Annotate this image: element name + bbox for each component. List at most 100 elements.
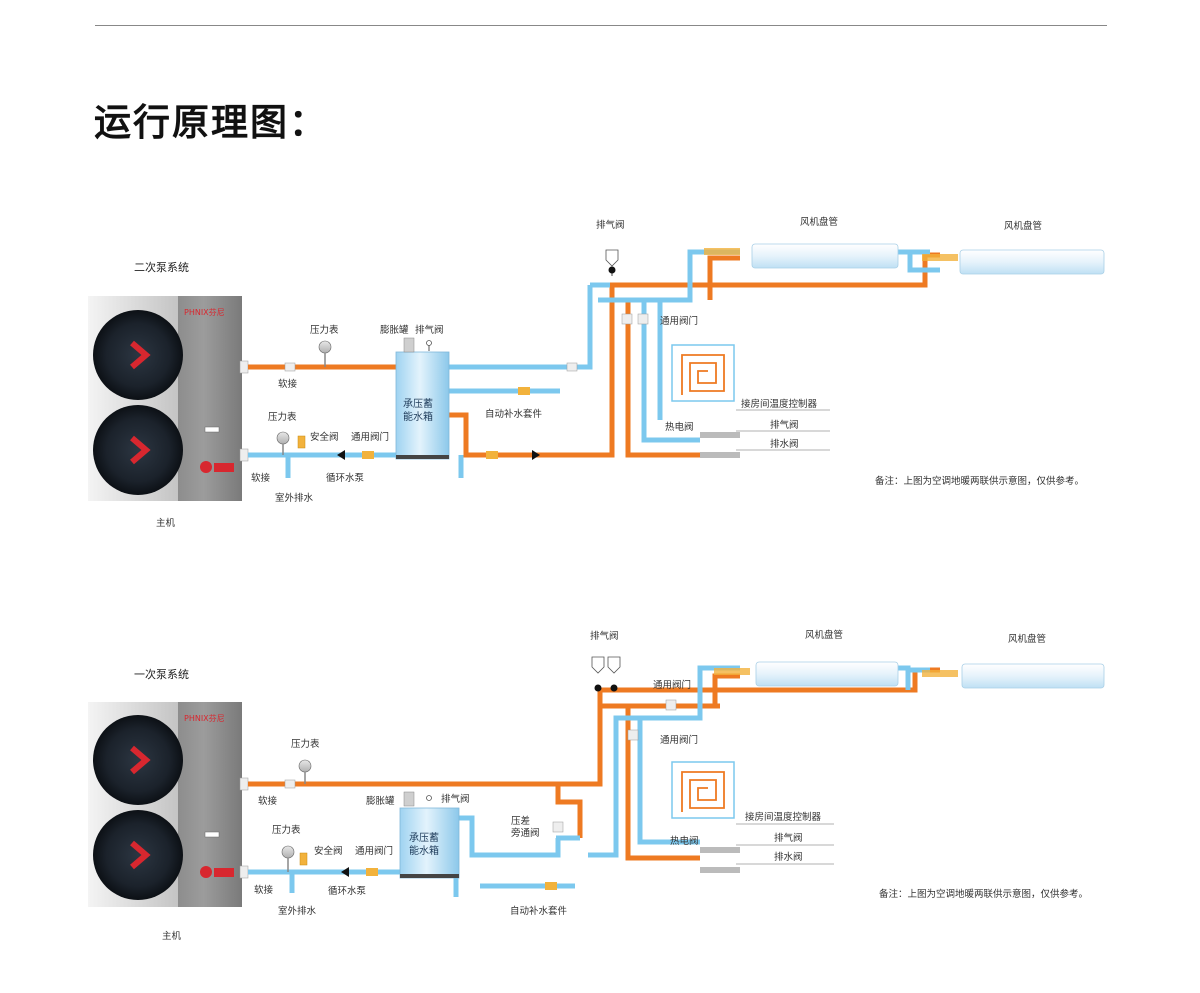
svg-text:室外排水: 室外排水 (278, 905, 317, 917)
fan-coil-units (714, 661, 1105, 689)
valve-icon (621, 313, 633, 325)
air-vent-icon (591, 656, 605, 674)
svg-text:排气阀: 排气阀 (770, 419, 799, 431)
svg-text:排气阀: 排气阀 (441, 793, 470, 805)
brand-logo: PHNIX芬尼 (184, 307, 225, 317)
svg-text:旁通阀: 旁通阀 (511, 827, 540, 839)
svg-text:能水箱: 能水箱 (409, 844, 439, 857)
svg-text:备注：上图为空调地暖两联供示意图，仅供参考。: 备注：上图为空调地暖两联供示意图，仅供参考。 (879, 888, 1088, 900)
floor-heating-loop (671, 761, 834, 873)
pressure-gauge-icon (276, 431, 290, 445)
svg-text:热电阀: 热电阀 (670, 835, 699, 847)
svg-text:压差: 压差 (511, 815, 530, 827)
pressure-gauge-icon (318, 340, 332, 354)
filter-icon (366, 868, 378, 876)
svg-text:软接: 软接 (254, 884, 274, 896)
svg-text:风机盘管: 风机盘管 (1004, 220, 1042, 232)
floor-heating-loop (671, 344, 830, 458)
svg-text:风机盘管: 风机盘管 (805, 629, 843, 641)
brand-logo: PHNIX芬尼 (184, 713, 225, 723)
valve-icon (566, 362, 578, 372)
air-vent-icon (607, 656, 621, 674)
svg-text:排气阀: 排气阀 (596, 219, 625, 231)
svg-text:能水箱: 能水箱 (403, 410, 433, 423)
brand-chevron-icon (130, 840, 151, 870)
brand-chevron-icon (130, 435, 151, 465)
svg-text:排气阀: 排气阀 (590, 630, 619, 642)
svg-text:室外排水: 室外排水 (275, 492, 314, 504)
svg-text:接房间温度控制器: 接房间温度控制器 (741, 398, 818, 410)
svg-text:压力表: 压力表 (272, 824, 301, 836)
valve-icons (281, 656, 677, 890)
manifold-icon (700, 432, 740, 438)
svg-text:膨胀罐: 膨胀罐 (366, 795, 395, 807)
svg-text:通用阀门: 通用阀门 (351, 431, 389, 443)
valve-icon (637, 313, 649, 325)
safety-valve-icon (297, 435, 306, 449)
fan-coil-icon (751, 243, 899, 269)
manifold-icon (700, 452, 740, 458)
air-vent-icon (426, 340, 432, 346)
pipe-network (248, 249, 940, 478)
svg-text:安全阀: 安全阀 (310, 431, 339, 443)
safety-valve-icon (299, 852, 308, 866)
svg-text:循环水泵: 循环水泵 (328, 885, 367, 897)
svg-text:排气阀: 排气阀 (415, 324, 444, 336)
valve-icons (276, 249, 649, 460)
filter-icon (362, 451, 374, 459)
svg-text:接房间温度控制器: 接房间温度控制器 (745, 811, 822, 823)
primary-pump-diagram: 一次泵系统 PHNIX芬尼 主机 (88, 629, 1105, 942)
system-title: 二次泵系统 (134, 260, 189, 274)
manifold-icon (700, 867, 740, 873)
secondary-pump-diagram: 二次泵系统 PHNIX芬尼 主机 (88, 216, 1105, 529)
svg-text:通用阀门: 通用阀门 (653, 679, 691, 691)
storage-tank: 承压蓄 能水箱 (399, 791, 460, 879)
svg-text:软接: 软接 (258, 795, 278, 807)
badge-icon (200, 461, 212, 473)
pressure-gauge-icon (281, 845, 295, 859)
svg-text:通用阀门: 通用阀门 (660, 734, 698, 746)
svg-text:排水阀: 排水阀 (774, 851, 803, 863)
expansion-tank-icon (403, 791, 415, 807)
brand-chevron-icon (130, 745, 151, 775)
storage-tank: 承压蓄 能水箱 (395, 337, 450, 460)
fan-coil-icon (755, 661, 899, 687)
svg-text:软接: 软接 (251, 472, 271, 484)
fan-coil-icon (959, 249, 1105, 275)
air-vent-icon (605, 249, 619, 267)
pipe-network (248, 665, 940, 897)
heat-pump-unit: PHNIX芬尼 (88, 296, 249, 501)
svg-text:安全阀: 安全阀 (314, 845, 343, 857)
bypass-valve-icon (552, 821, 564, 833)
pump-icon (337, 450, 345, 460)
svg-text:承压蓄: 承压蓄 (409, 832, 439, 844)
svg-text:通用阀门: 通用阀门 (355, 845, 393, 857)
svg-text:排水阀: 排水阀 (770, 438, 799, 450)
svg-text:热电阀: 热电阀 (665, 421, 694, 433)
air-vent-icon (426, 795, 432, 801)
fan-coil-units (704, 243, 1105, 275)
pressure-gauge-icon (298, 759, 312, 773)
filter-icon (486, 451, 498, 459)
svg-text:软接: 软接 (278, 378, 298, 390)
svg-text:循环水泵: 循环水泵 (326, 472, 365, 484)
brand-chevron-icon (130, 340, 151, 370)
svg-text:自动补水套件: 自动补水套件 (510, 905, 568, 917)
fan-icon (93, 810, 183, 900)
soft-joint-icon (284, 362, 296, 372)
spiral-pipe-icon (681, 354, 725, 395)
fan-coil-icon (961, 663, 1105, 689)
badge-icon (200, 866, 212, 878)
spiral-pipe-icon (681, 771, 725, 812)
valve-icon (665, 699, 677, 711)
filter-icon (518, 387, 530, 395)
host-label: 主机 (162, 930, 182, 942)
svg-text:备注：上图为空调地暖两联供示意图，仅供参考。: 备注：上图为空调地暖两联供示意图，仅供参考。 (875, 475, 1084, 487)
valve-icon (627, 729, 639, 741)
soft-joint-icon (284, 779, 296, 789)
system-title: 一次泵系统 (134, 667, 189, 681)
svg-text:风机盘管: 风机盘管 (1008, 633, 1046, 645)
pump-icon (341, 867, 349, 877)
svg-text:排气阀: 排气阀 (774, 832, 803, 844)
host-label: 主机 (156, 517, 176, 529)
